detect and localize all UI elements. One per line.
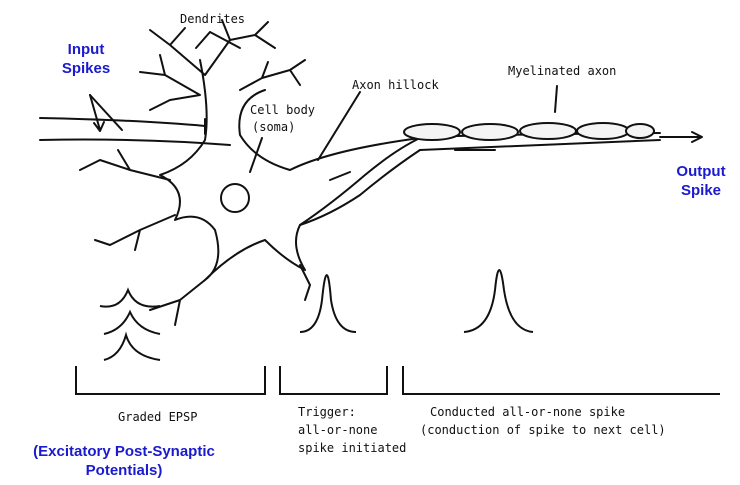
output-arrow — [660, 132, 702, 142]
bracket-conducted — [403, 366, 720, 394]
dendrite-branch — [240, 60, 305, 90]
soma-outline — [160, 60, 420, 280]
conduction-arrow-1 — [330, 172, 350, 180]
soma-pointer — [250, 138, 262, 172]
epsp-wave — [104, 312, 160, 334]
label-dendrites: Dendrites — [180, 12, 245, 26]
annotation-spike: Spike — [668, 181, 734, 200]
annotation-input-spikes: Input Spikes — [48, 40, 124, 78]
label-graded-epsp: Graded EPSP — [118, 410, 197, 424]
label-spike-initiated: spike initiated — [298, 441, 406, 455]
annotation-epsp-line2: Potentials) — [4, 461, 244, 480]
soma-lower-outline — [300, 150, 420, 225]
annotation-output: Output — [668, 162, 734, 181]
label-cell-body: Cell body — [250, 103, 315, 117]
label-conducted-spike: Conducted all-or-none spike — [430, 405, 625, 419]
nucleus — [221, 184, 249, 212]
dendrite-branch — [150, 280, 205, 325]
label-trigger: Trigger: — [298, 405, 356, 419]
annotation-input: Input — [48, 40, 124, 59]
epsp-wave — [104, 335, 160, 360]
annotation-epsp: (Excitatory Post-Synaptic Potentials) — [4, 442, 244, 480]
label-trigger-all-or-none: all-or-none — [298, 423, 377, 437]
axon-lower — [420, 140, 660, 150]
dendrite-branch — [150, 20, 275, 75]
label-conduction-next-cell: (conduction of spike to next cell) — [420, 423, 666, 437]
label-soma: (soma) — [252, 120, 295, 134]
epsp-wave — [100, 290, 160, 307]
annotation-output-spike: Output Spike — [668, 162, 734, 200]
dendrite-branch — [80, 150, 170, 180]
myelin-sheath — [404, 123, 654, 140]
annotation-epsp-line1: (Excitatory Post-Synaptic — [4, 442, 244, 461]
conducted-spike — [464, 270, 533, 332]
bracket-graded-epsp — [76, 366, 265, 394]
label-axon-hillock: Axon hillock — [352, 78, 439, 92]
bracket-trigger — [280, 366, 387, 394]
label-myelinated-axon: Myelinated axon — [508, 64, 616, 78]
dendrite-branch — [95, 215, 175, 250]
myelin-pointer — [555, 86, 557, 112]
input-arrow-1 — [90, 95, 104, 131]
input-fiber-upper — [40, 118, 205, 126]
annotation-spikes: Spikes — [48, 59, 124, 78]
